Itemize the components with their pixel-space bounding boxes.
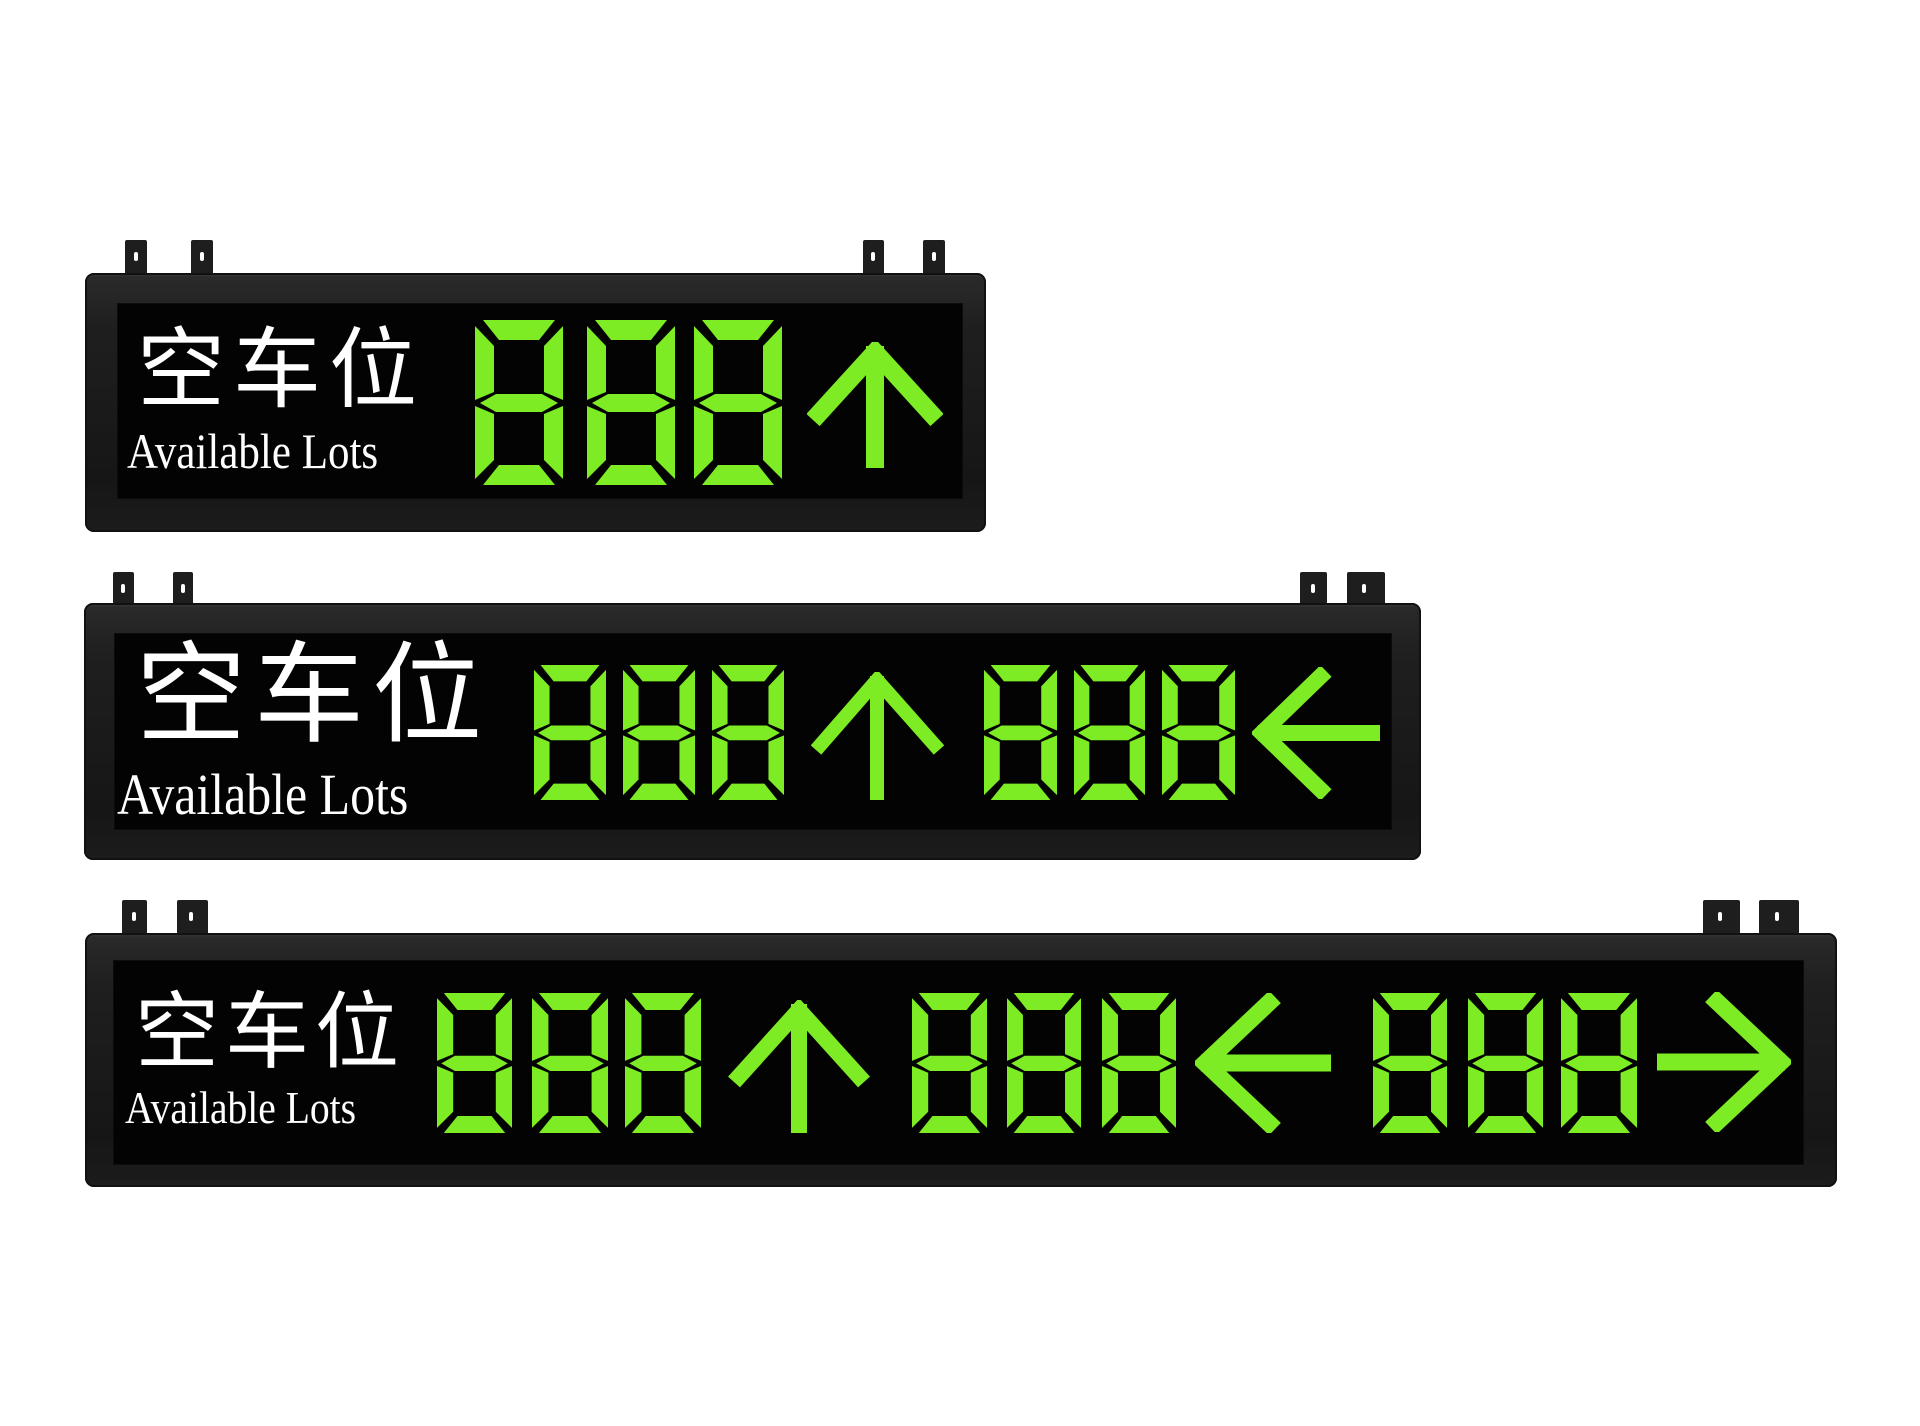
mounting-bracket xyxy=(923,240,945,274)
label-english: Available Lots xyxy=(125,1082,357,1133)
mounting-bracket xyxy=(122,900,147,934)
mounting-bracket xyxy=(113,572,134,606)
mounting-bracket xyxy=(1759,900,1799,934)
label-english: Available Lots xyxy=(127,423,379,479)
seven-segment-digit xyxy=(532,993,608,1133)
arrow-left-icon xyxy=(1195,993,1331,1133)
arrow-up-icon xyxy=(807,342,943,468)
mounting-bracket xyxy=(863,240,884,274)
parking-sign-large: 空车位 Available Lots xyxy=(85,900,1837,1187)
label-chinese: 空车位 xyxy=(136,631,490,759)
seven-segment-digit xyxy=(625,993,701,1133)
parking-sign-medium: 空车位 Available Lots xyxy=(84,570,1421,860)
label-chinese: 空车位 xyxy=(135,983,406,1081)
seven-segment-digit xyxy=(534,665,606,800)
seven-segment-digit xyxy=(712,665,784,800)
mounting-bracket xyxy=(1347,572,1385,606)
label-english: Available Lots xyxy=(117,762,409,827)
mounting-bracket xyxy=(173,572,193,606)
mounting-bracket xyxy=(1703,900,1740,934)
mounting-bracket xyxy=(191,240,213,274)
seven-segment-digit xyxy=(587,320,675,485)
seven-segment-digit xyxy=(1162,665,1235,800)
mounting-bracket xyxy=(1300,572,1327,606)
seven-segment-digit xyxy=(912,993,987,1133)
seven-segment-digit xyxy=(1007,993,1081,1133)
seven-segment-digit xyxy=(1561,993,1637,1133)
arrow-left-icon xyxy=(1252,667,1380,799)
mounting-bracket xyxy=(177,900,208,934)
seven-segment-digit xyxy=(475,320,563,485)
arrow-up-icon xyxy=(810,672,945,800)
arrow-up-icon xyxy=(728,1000,870,1133)
label-chinese: 空车位 xyxy=(137,318,426,421)
seven-segment-digit xyxy=(1074,665,1145,800)
seven-segment-digit xyxy=(1102,993,1176,1133)
mounting-bracket xyxy=(125,240,147,274)
seven-segment-digit xyxy=(437,993,512,1133)
seven-segment-digit xyxy=(694,320,782,485)
seven-segment-digit xyxy=(1373,993,1447,1133)
arrow-right-icon xyxy=(1657,992,1791,1132)
seven-segment-digit xyxy=(984,665,1057,800)
seven-segment-digit xyxy=(1468,993,1543,1133)
seven-segment-digit xyxy=(623,665,695,800)
parking-sign-small: 空车位 Available Lots xyxy=(85,240,986,532)
